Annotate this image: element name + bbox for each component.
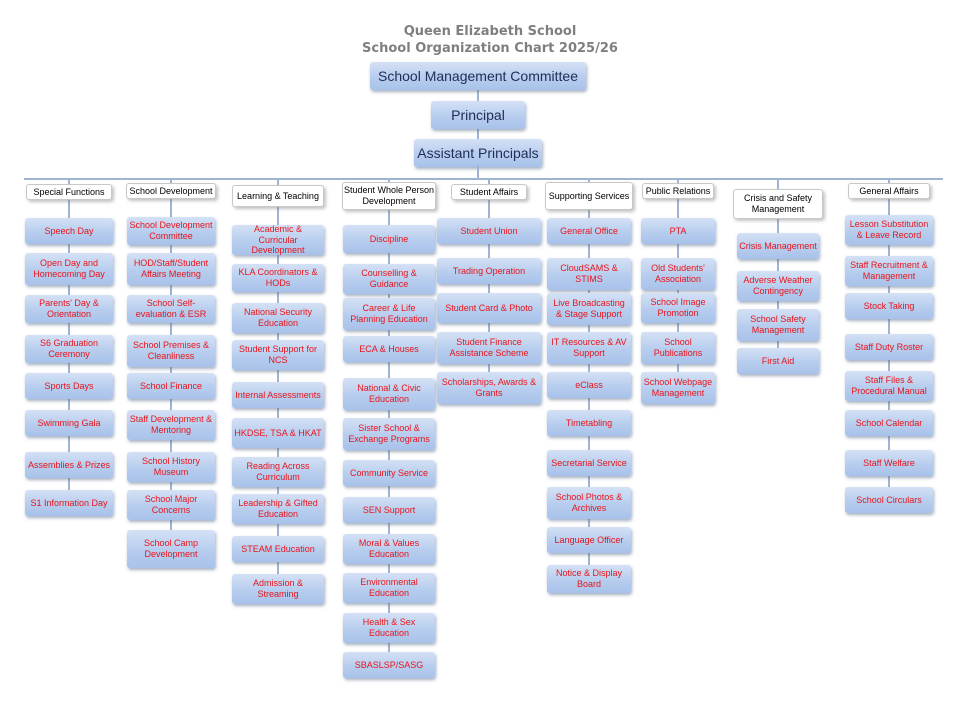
function-box: Moral & Values Education — [343, 534, 435, 564]
function-box: Staff Welfare — [845, 450, 933, 476]
function-box: Language Officer — [547, 527, 631, 553]
column-header: Learning & Teaching — [232, 185, 324, 207]
connector-line — [477, 165, 479, 179]
function-box: Lesson Substitution & Leave Record — [845, 215, 933, 245]
function-box: IT Resources & AV Support — [547, 332, 631, 364]
function-box: Sports Days — [25, 373, 113, 399]
function-box: Adverse Weather Contingency — [737, 271, 819, 301]
function-box: Student Finance Assistance Scheme — [437, 332, 541, 364]
function-box: School History Museum — [127, 452, 215, 482]
function-box: School Camp Development — [127, 530, 215, 568]
chart-title: Queen Elizabeth School — [403, 24, 577, 39]
function-box: School Circulars — [845, 487, 933, 513]
function-box: School Photos & Archives — [547, 487, 631, 519]
column-header: Student Whole Person Development — [342, 182, 436, 210]
function-box: School Image Promotion — [641, 293, 715, 323]
column-header: Special Functions — [26, 184, 112, 200]
column-header: General Affairs — [848, 183, 930, 199]
column-header: Student Affairs — [451, 184, 527, 200]
function-box: HKDSE, TSA & HKAT — [232, 418, 324, 448]
management-committee-box: School Management Committee — [370, 62, 586, 90]
function-box: School Development Committee — [127, 217, 215, 245]
function-box: Community Service — [343, 460, 435, 486]
chart-subtitle: School Organization Chart 2025/26 — [362, 41, 618, 56]
function-box: PTA — [641, 218, 715, 244]
function-box: KLA Coordinators & HODs — [232, 264, 324, 292]
function-box: Old Students' Association — [641, 258, 715, 290]
column-header: School Development — [126, 183, 216, 199]
function-box: Scholarships, Awards & Grants — [437, 372, 541, 404]
function-box: Environmental Education — [343, 573, 435, 603]
function-box: Admission & Streaming — [232, 574, 324, 604]
function-box: Staff Development & Mentoring — [127, 410, 215, 440]
column-header: Public Relations — [642, 183, 714, 199]
column-header: Crisis and Safety Management — [733, 189, 823, 219]
function-box: Trading Operation — [437, 258, 541, 284]
principal-box: Principal — [431, 101, 525, 129]
function-box: Secretarial Service — [547, 450, 631, 476]
function-box: Timetabling — [547, 410, 631, 436]
function-box: HOD/Staff/Student Affairs Meeting — [127, 253, 215, 285]
function-box: Speech Day — [25, 218, 113, 244]
function-box: ECA & Houses — [343, 336, 435, 362]
function-box: First Aid — [737, 348, 819, 374]
function-box: Staff Duty Roster — [845, 334, 933, 360]
function-box: School Major Concerns — [127, 490, 215, 520]
function-box: Student Card & Photo — [437, 293, 541, 323]
column-header: Supporting Services — [545, 182, 633, 210]
function-box: School Finance — [127, 373, 215, 399]
function-box: Staff Recruitment & Management — [845, 256, 933, 286]
function-box: School Webpage Management — [641, 372, 715, 404]
assistant-principals-box: Assistant Principals — [414, 139, 542, 167]
function-box: National Security Education — [232, 303, 324, 333]
function-box: Parents' Day & Orientation — [25, 295, 113, 323]
function-box: Reading Across Curriculum — [232, 457, 324, 487]
function-box: Crisis Management — [737, 233, 819, 259]
function-box: School Publications — [641, 332, 715, 364]
function-box: Leadership & Gifted Education — [232, 494, 324, 524]
function-box: Academic & Curricular Development — [232, 224, 324, 255]
function-box: Sister School & Exchange Programs — [343, 418, 435, 450]
function-box: Swimming Gala — [25, 410, 113, 436]
function-box: CloudSAMS & STIMS — [547, 258, 631, 290]
function-box: School Premises & Cleanliness — [127, 335, 215, 367]
function-box: School Calendar — [845, 410, 933, 436]
function-box: Staff Files & Procedural Manual — [845, 371, 933, 401]
function-box: Notice & Display Board — [547, 565, 631, 593]
function-box: General Office — [547, 218, 631, 244]
function-box: Student Support for NCS — [232, 340, 324, 370]
connector-line — [777, 179, 779, 361]
function-box: Live Broadcasting & Stage Support — [547, 293, 631, 325]
function-box: Open Day and Homecoming Day — [25, 253, 113, 285]
function-box: Health & Sex Education — [343, 613, 435, 643]
function-box: Internal Assessments — [232, 382, 324, 408]
function-box: Student Union — [437, 218, 541, 244]
function-box: Counselling & Guidance — [343, 264, 435, 294]
function-box: Assemblies & Prizes — [25, 452, 113, 478]
function-box: Career & Life Planning Education — [343, 298, 435, 330]
connector-line — [24, 178, 943, 180]
function-box: S6 Graduation Ceremony — [25, 335, 113, 363]
function-box: eClass — [547, 372, 631, 398]
function-box: S1 Information Day — [25, 490, 113, 516]
function-box: SEN Support — [343, 497, 435, 523]
function-box: SBASLSP/SASG — [343, 652, 435, 678]
function-box: School Safety Management — [737, 309, 819, 341]
function-box: Stock Taking — [845, 293, 933, 319]
function-box: STEAM Education — [232, 536, 324, 562]
function-box: National & Civic Education — [343, 378, 435, 410]
function-box: School Self-evaluation & ESR — [127, 295, 215, 323]
function-box: Discipline — [343, 225, 435, 253]
